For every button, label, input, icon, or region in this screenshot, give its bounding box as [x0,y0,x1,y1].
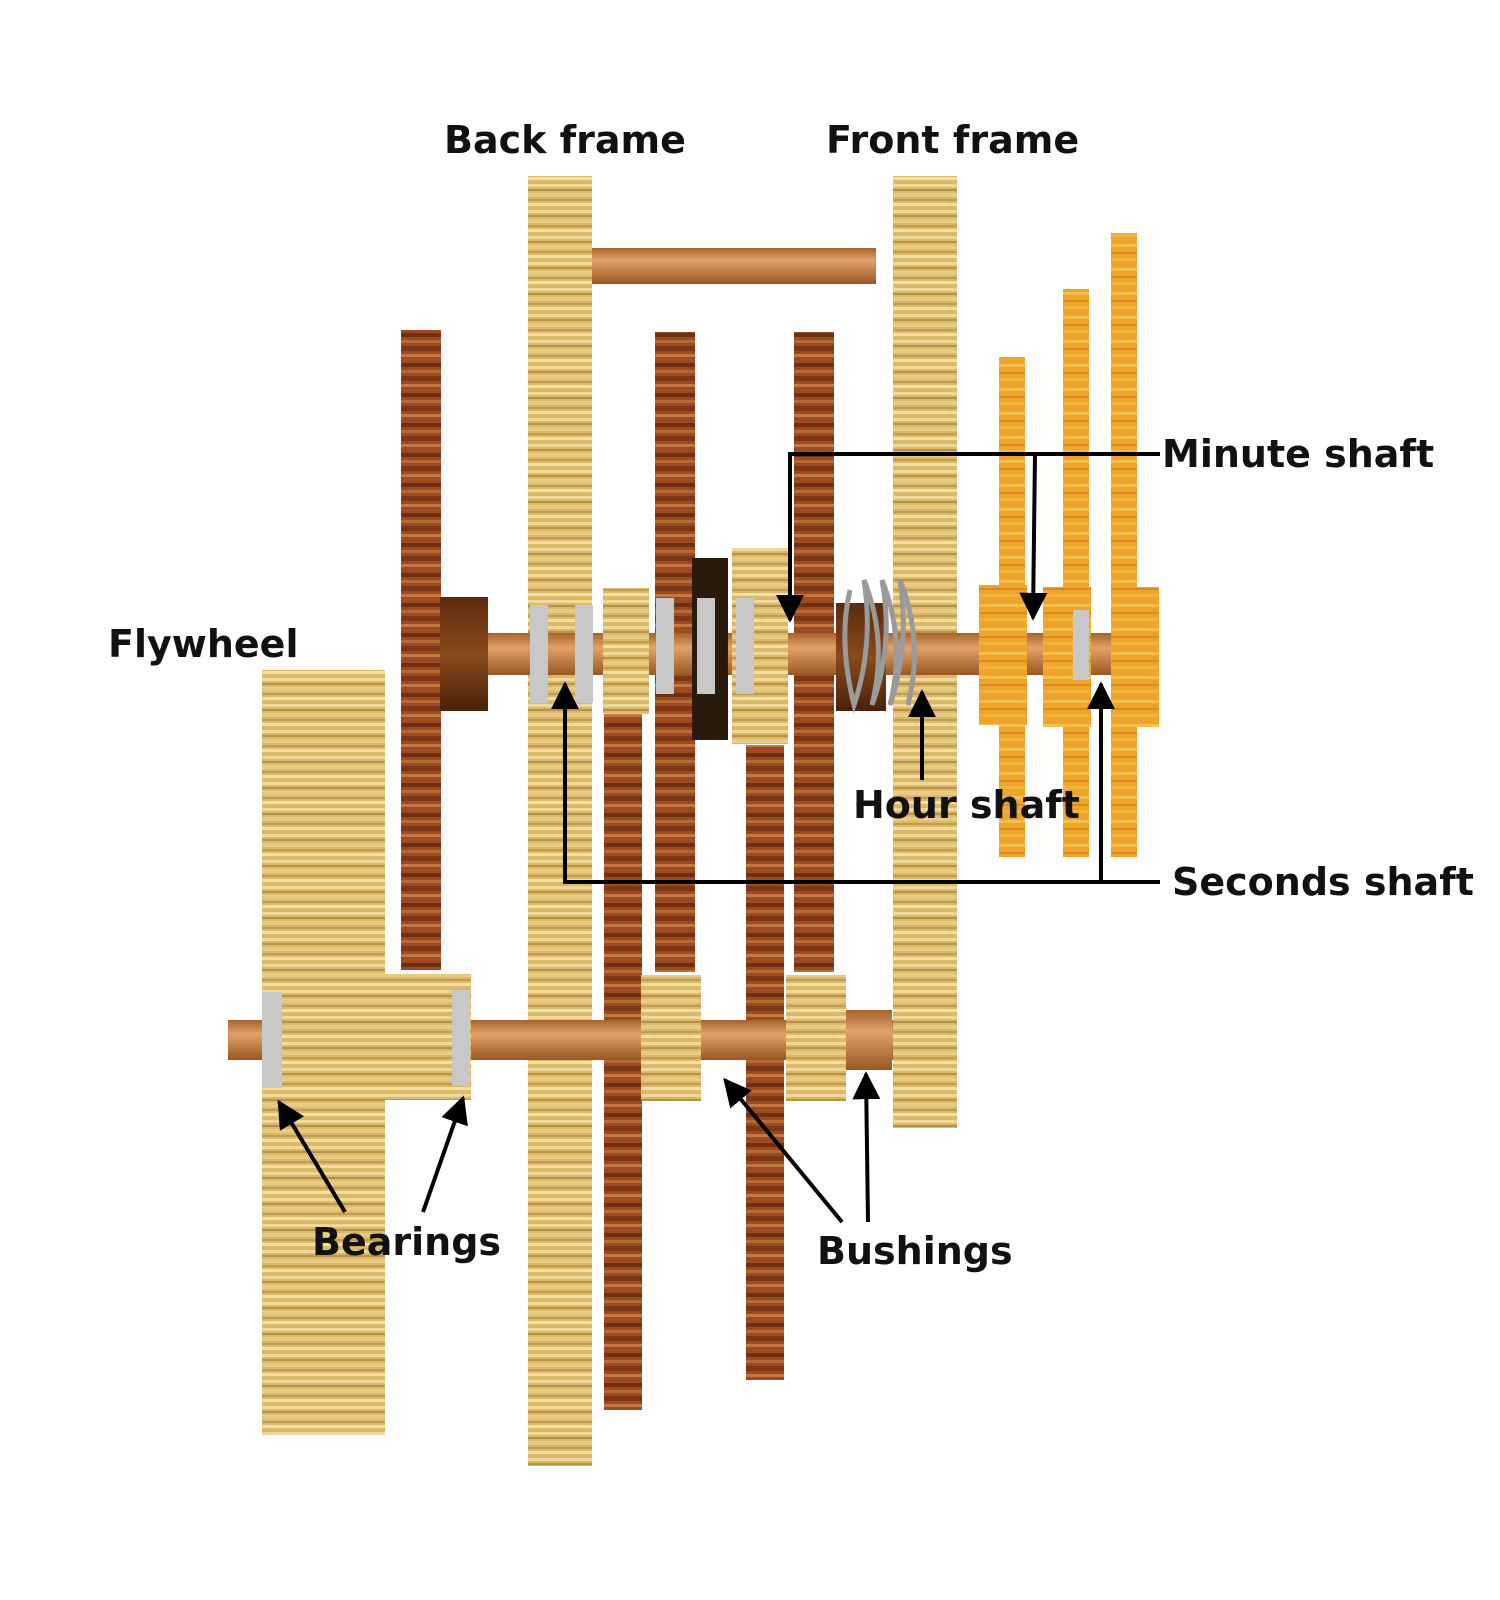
bushing [846,1010,892,1070]
hand-boss-3 [1111,587,1159,727]
label-bearings: Bearings [312,1220,501,1264]
shaft-hub [440,597,488,711]
spring [842,579,917,714]
flywheel [262,670,385,1435]
label-seconds-shaft: Seconds shaft [1172,860,1474,904]
bearing [262,992,282,1088]
hand-boss-1 [979,585,1027,725]
label-minute-shaft: Minute shaft [1162,432,1434,476]
leader-lines [277,452,1160,1224]
hand-long [1111,233,1137,857]
bearing [575,605,593,703]
dark-gear-left [401,330,441,970]
label-bushings: Bushings [817,1229,1013,1273]
label-front-frame: Front frame [826,118,1079,162]
dark-gear-lower-right [746,745,784,1380]
lower-pinion-3 [786,975,846,1101]
hand-medium [1063,289,1089,857]
bearing [697,598,715,694]
label-flywheel: Flywheel [108,622,298,666]
label-back-frame: Back frame [444,118,686,162]
bearing [1073,610,1089,680]
bearing [530,605,548,703]
back-frame [528,176,592,1466]
bearing [656,598,674,694]
label-hour-shaft: Hour shaft [853,783,1080,827]
frame-spacer-rod [580,248,876,284]
lower-pinion-2 [641,975,701,1101]
bearing [452,990,470,1086]
pinion-1 [603,588,649,714]
bearing [736,598,754,694]
